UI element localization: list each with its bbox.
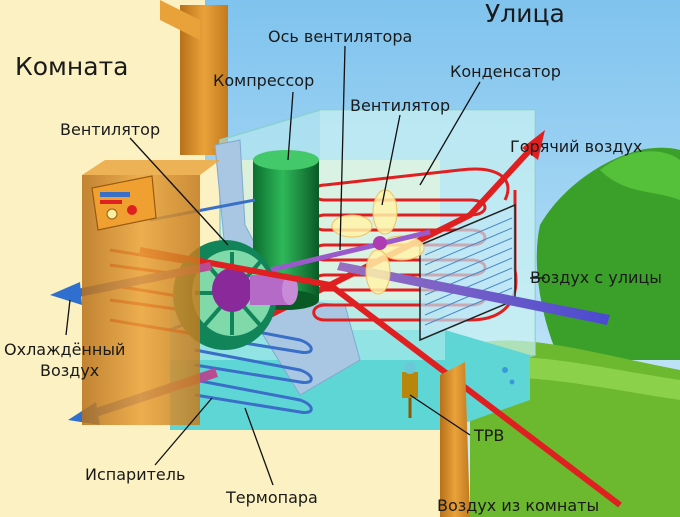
label-room: Комната — [15, 52, 128, 81]
label-fan-axis: Ось вентилятора — [268, 27, 412, 46]
label-room-air: Воздух из комнаты — [437, 496, 599, 515]
label-cooled-air-1: Охлаждённый — [4, 340, 125, 359]
label-cooled-air-2: Воздух — [40, 361, 99, 380]
wall-top — [180, 5, 228, 155]
label-hot-air: Горячий воздух — [510, 137, 642, 156]
leader-lines — [65, 45, 545, 486]
room-air-arrow — [139, 247, 622, 508]
label-fan-indoor: Вентилятор — [60, 120, 160, 139]
label-evaporator: Испаритель — [85, 465, 185, 484]
label-txv: ТРВ — [473, 426, 504, 445]
label-condenser: Конденсатор — [450, 62, 561, 81]
label-street: Улица — [485, 0, 565, 28]
fan-axis-shaft — [269, 229, 431, 273]
condensate-drip — [502, 367, 515, 385]
label-fan-outdoor: Вентилятор — [350, 96, 450, 115]
outside-air-arrow — [337, 262, 610, 325]
expansion-valve — [402, 362, 418, 418]
tree — [536, 147, 680, 360]
label-compressor: Компрессор — [213, 71, 314, 90]
indoor-wall — [82, 160, 220, 425]
wall-bottom — [440, 362, 470, 517]
label-thermocouple: Термопара — [225, 488, 318, 507]
control-panel — [91, 175, 157, 231]
label-outside-air: Воздух с улицы — [530, 268, 662, 287]
